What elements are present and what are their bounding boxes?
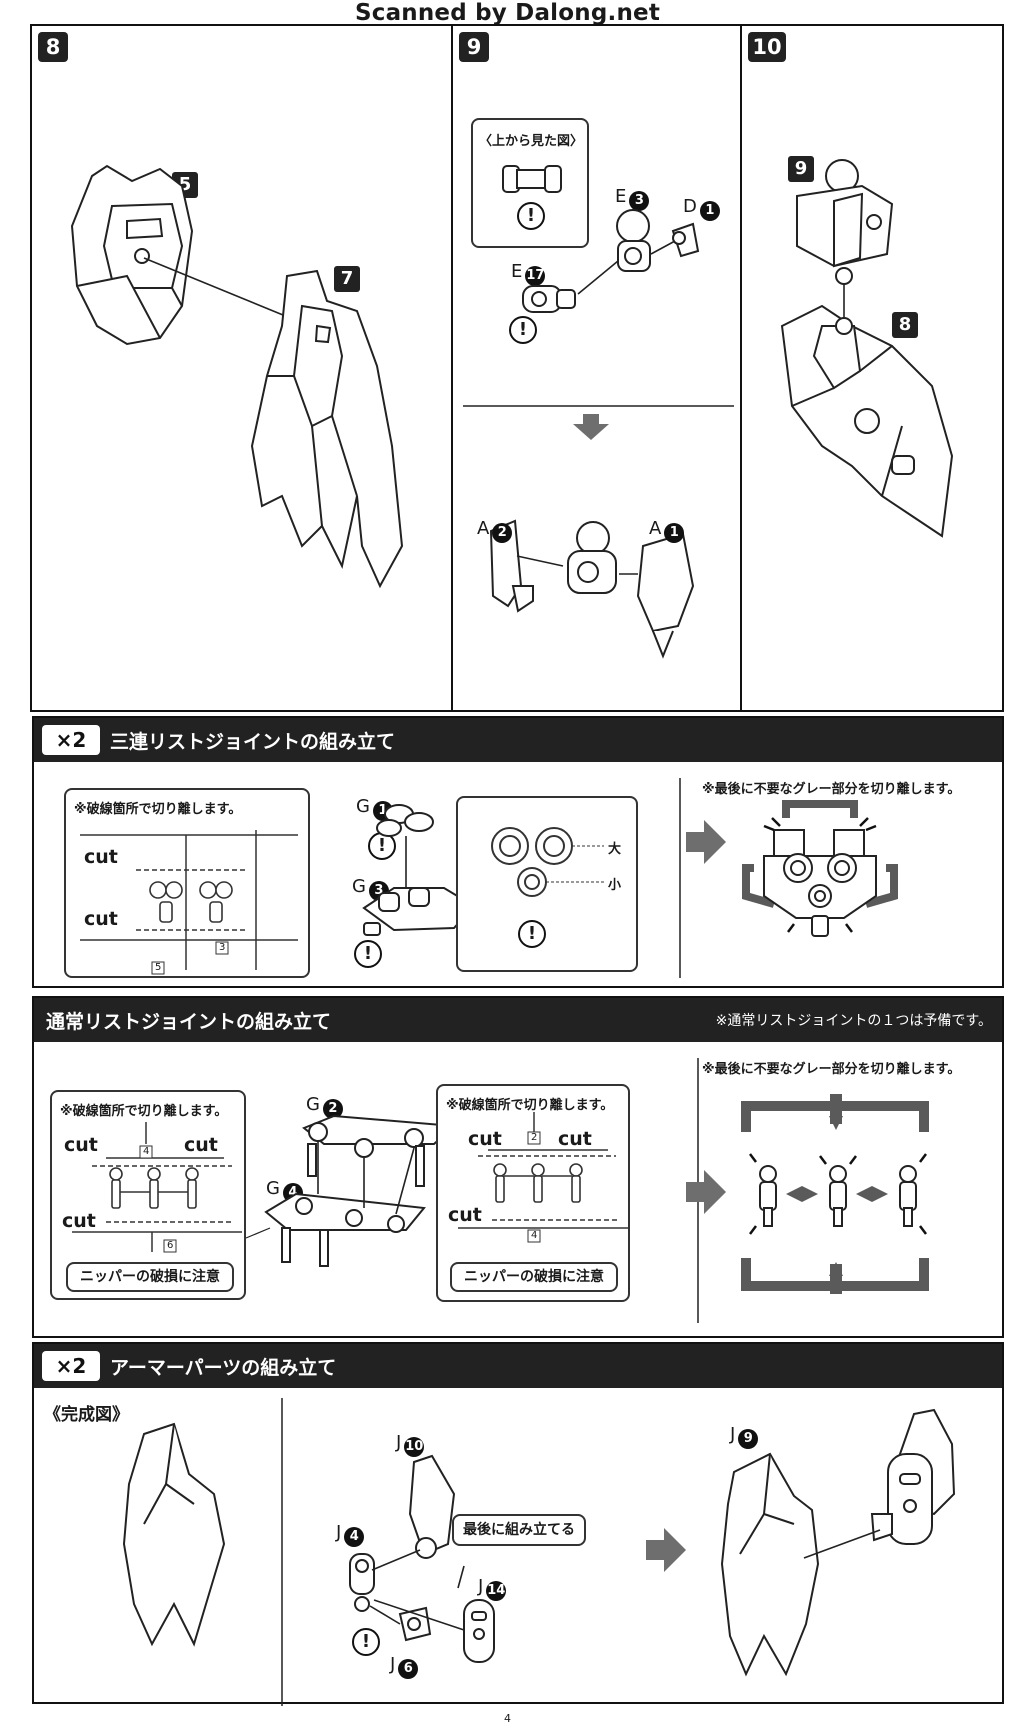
armor-assembly-illustration: [720, 1408, 956, 1677]
runner-number: 4: [531, 1230, 538, 1241]
step-10-illustration: [780, 159, 954, 538]
quantity-badge: ×2: [42, 1351, 100, 1381]
caution-icon: !: [518, 920, 546, 948]
next-arrow: [686, 1058, 726, 1323]
cut-instruction-box-right: ※破線箇所で切り離します。 cut cut cut 2 4 ニッパーの破損に注意: [436, 1084, 630, 1302]
armor-exploded-illustration: [349, 1454, 686, 1663]
normal-joint-final: [741, 1094, 929, 1294]
size-detail-box: 大 小 !: [456, 796, 638, 972]
part-tag-7: 7: [334, 266, 360, 292]
cut-label: cut: [184, 1134, 218, 1156]
page-number: 4: [504, 1712, 511, 1725]
cut-label: cut: [468, 1128, 502, 1150]
section-title: 通常リストジョイントの組み立て: [46, 1011, 332, 1033]
nipper-warning: ニッパーの破損に注意: [66, 1262, 234, 1292]
size-detail-diagram: [491, 827, 604, 897]
cut-label: cut: [64, 1134, 98, 1156]
top-view-box: 〈上から見た図〉 !: [471, 118, 589, 248]
step-8-illustration: [70, 164, 404, 589]
cut-label: cut: [558, 1128, 592, 1150]
caution-icon: !: [354, 940, 382, 968]
assemble-last-callout: 最後に組み立てる: [452, 1514, 586, 1546]
section-header: ×2 アーマーパーツの組み立て: [34, 1344, 1002, 1388]
cut-instruction-box: ※破線箇所で切り離します。 cut cut 3 5: [64, 788, 310, 978]
final-cut-note: ※最後に不要なグレー部分を切り離します。: [702, 1062, 961, 1077]
section-title: アーマーパーツの組み立て: [110, 1357, 337, 1379]
runner-diagram: [458, 1112, 628, 1243]
caution-icon: !: [509, 316, 537, 344]
step-8-panel: 8 5 7: [30, 24, 453, 712]
scan-title: Scanned by Dalong.net: [354, 0, 661, 26]
cut-note: ※破線箇所で切り離します。: [74, 802, 242, 817]
next-arrow: [679, 778, 726, 978]
step-number: 10: [748, 32, 786, 62]
cut-label: cut: [84, 908, 118, 930]
runner-number: 5: [155, 962, 162, 973]
section-header: ×2 三連リストジョイントの組み立て: [34, 718, 1002, 762]
step-number: 8: [38, 32, 68, 62]
section-header: 通常リストジョイントの組み立て ※通常リストジョイントの１つは予備です。: [34, 998, 1002, 1042]
size-label-small: 小: [608, 878, 622, 893]
cut-instruction-box-left: ※破線箇所で切り離します。 cut cut cut 4 6 ニッパー: [50, 1090, 246, 1300]
normal-wrist-joint-section: 通常リストジョイントの組み立て ※通常リストジョイントの１つは予備です。 ※最後…: [32, 996, 1004, 1338]
cut-label: cut: [62, 1210, 96, 1232]
spare-note: ※通常リストジョイントの１つは予備です。: [715, 1013, 992, 1029]
cut-label: cut: [84, 846, 118, 868]
step-10-panel: 10 9 8: [740, 24, 1004, 712]
top-view-note: 〈上から見た図〉: [479, 134, 584, 149]
runner-number: 4: [143, 1146, 150, 1157]
armor-completed-illustration: [122, 1398, 283, 1706]
section-title: 三連リストジョイントの組み立て: [110, 731, 396, 753]
runner-number: 2: [531, 1132, 538, 1143]
step-9-illustration-top: [463, 209, 734, 659]
cut-label: cut: [448, 1204, 482, 1226]
completed-view-label: 《完成図》: [44, 1405, 129, 1425]
runner-diagram: [80, 830, 298, 975]
nipper-warning: ニッパーの破損に注意: [450, 1262, 618, 1292]
top-view-part: [502, 165, 562, 193]
runner-diagram: [72, 1122, 242, 1253]
triple-joint-parts: [362, 804, 476, 936]
runner-number: 3: [219, 942, 226, 953]
size-label-large: 大: [608, 842, 622, 857]
normal-joint-parts: [245, 1114, 463, 1267]
triple-wrist-joint-section: ×2 三連リストジョイントの組み立て ※破線箇所で切り離します。 cut cut: [32, 716, 1004, 988]
part-tag-8: 8: [892, 312, 918, 338]
runner-number: 6: [167, 1240, 174, 1251]
cut-note: ※破線箇所で切り離します。: [60, 1104, 228, 1119]
step-number: 9: [459, 32, 489, 62]
triple-joint-final: [742, 800, 898, 937]
caution-icon: !: [352, 1628, 380, 1656]
quantity-badge: ×2: [42, 725, 100, 755]
caution-icon: !: [517, 202, 545, 230]
final-cut-note: ※最後に不要なグレー部分を切り離します。: [702, 782, 961, 797]
cut-note: ※破線箇所で切り離します。: [446, 1098, 614, 1113]
part-tag-9: 9: [788, 156, 814, 182]
